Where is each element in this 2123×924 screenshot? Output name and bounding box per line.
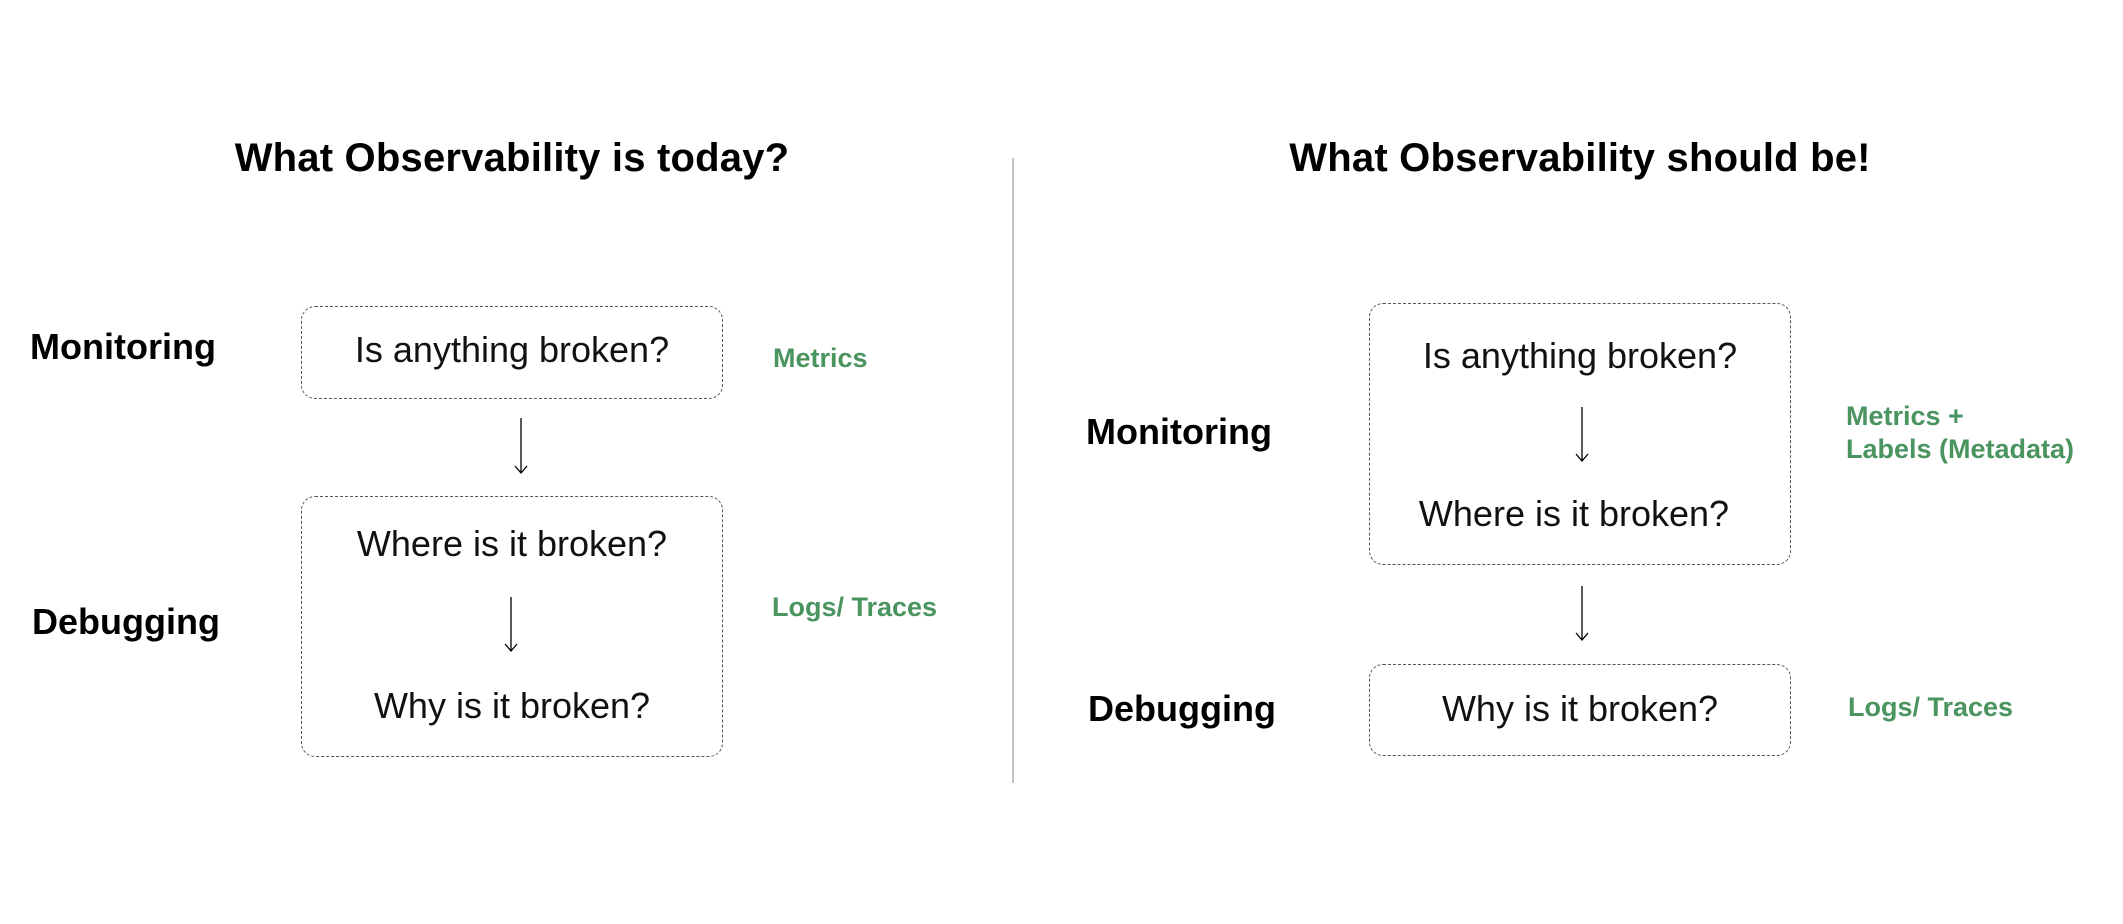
left-question-where-is-it-broken: Where is it broken?: [356, 523, 668, 564]
left-question-why-is-it-broken: Why is it broken?: [373, 685, 651, 726]
left-inner-arrow-down-icon: [501, 597, 521, 653]
left-debugging-box: [301, 496, 723, 757]
right-question-why-is-it-broken: Why is it broken?: [1441, 688, 1719, 729]
left-tag-logs-traces: Logs/ Traces: [772, 592, 938, 622]
right-debugging-box: [1369, 664, 1791, 756]
right-monitoring-label: Monitoring: [1086, 411, 1272, 452]
left-tag-metrics: Metrics: [773, 343, 868, 373]
left-debugging-label: Debugging: [32, 601, 220, 642]
right-question-is-anything-broken: Is anything broken?: [1422, 335, 1738, 376]
right-tag-labels-metadata: Labels (Metadata): [1846, 434, 2075, 464]
panel-divider: [1012, 158, 1014, 783]
right-panel-title: What Observability should be!: [1289, 136, 1871, 180]
left-monitoring-label: Monitoring: [30, 326, 216, 367]
right-tag-logs-traces: Logs/ Traces: [1848, 692, 2014, 722]
left-question-is-anything-broken: Is anything broken?: [354, 329, 670, 370]
right-monitoring-box: [1369, 303, 1791, 565]
left-arrow-down-icon: [511, 418, 531, 475]
right-question-where-is-it-broken: Where is it broken?: [1418, 493, 1730, 534]
right-debugging-label: Debugging: [1088, 688, 1276, 729]
left-monitoring-box: [301, 306, 723, 399]
right-inner-arrow-down-icon: [1572, 407, 1592, 463]
right-tag-metrics: Metrics +: [1846, 401, 1964, 431]
left-panel-title: What Observability is today?: [234, 136, 790, 180]
right-arrow-down-icon: [1572, 586, 1592, 642]
